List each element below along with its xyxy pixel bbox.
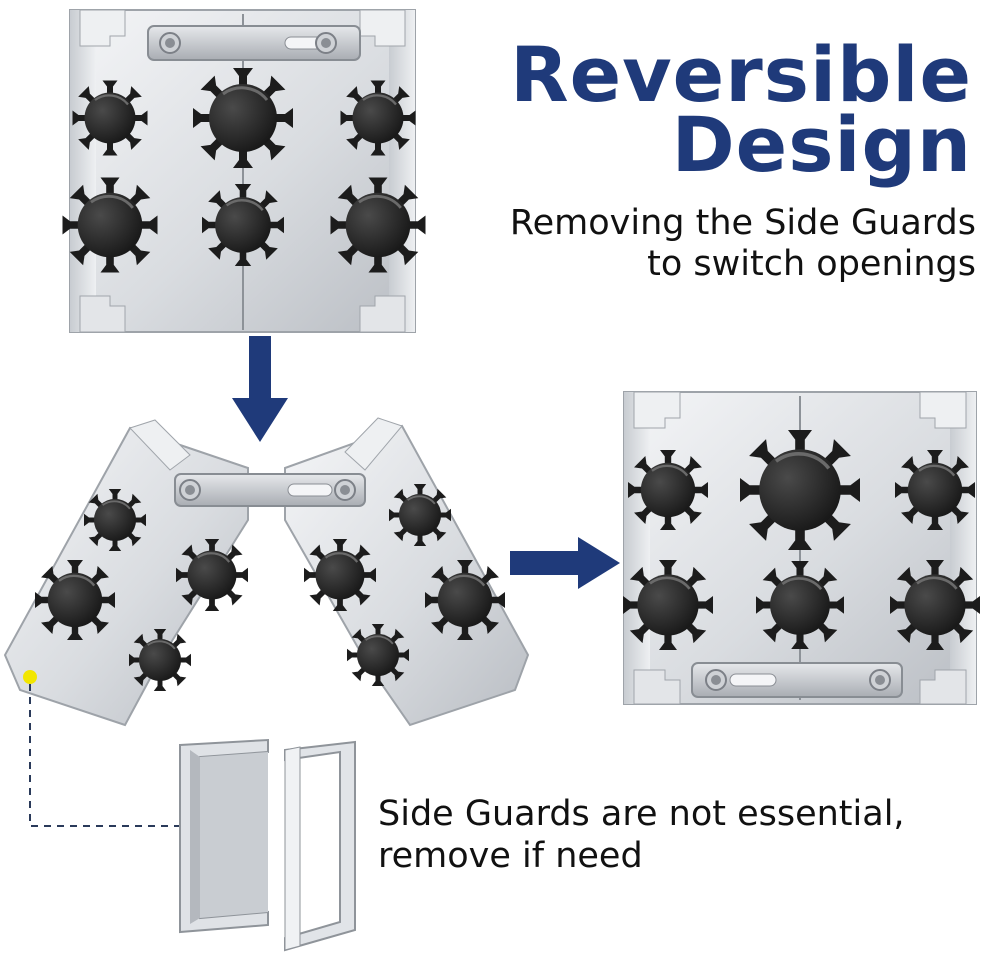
hinge-plate bbox=[174, 473, 366, 507]
top-connector-plate bbox=[147, 25, 361, 61]
screw-icon bbox=[334, 479, 356, 501]
screw-icon bbox=[869, 669, 891, 691]
cable-opening bbox=[83, 488, 147, 552]
block-half-right bbox=[284, 417, 530, 727]
subheading: Removing the Side Guards to switch openi… bbox=[510, 203, 976, 285]
cable-opening bbox=[893, 448, 977, 532]
side-guard-note: Side Guards are not essential, remove if… bbox=[378, 793, 905, 877]
side-guard-note-line1: Side Guards are not essential, bbox=[378, 794, 905, 834]
marker-dot bbox=[23, 670, 37, 684]
screw-icon bbox=[159, 32, 181, 54]
block-top bbox=[61, 9, 427, 333]
cable-opening-small bbox=[200, 182, 286, 268]
arrow-down-icon bbox=[232, 336, 288, 442]
cable-opening bbox=[61, 176, 159, 274]
headline: Reversible Design bbox=[510, 30, 972, 189]
side-guard-left bbox=[179, 738, 269, 934]
cable-opening bbox=[423, 558, 507, 642]
block-opened bbox=[3, 417, 530, 727]
cable-opening bbox=[33, 558, 117, 642]
side-guard-right bbox=[284, 740, 356, 952]
cable-opening bbox=[621, 558, 715, 652]
block-flipped bbox=[621, 391, 982, 705]
screw-icon bbox=[179, 479, 201, 501]
screw-icon bbox=[705, 669, 727, 691]
side-guard-note-line2: remove if need bbox=[378, 836, 643, 876]
cable-opening bbox=[626, 448, 710, 532]
subheading-line1: Removing the Side Guards bbox=[509, 203, 976, 243]
cable-opening bbox=[174, 537, 250, 613]
cable-opening bbox=[339, 79, 417, 157]
headline-line1: Reversible bbox=[510, 30, 972, 119]
cable-opening bbox=[388, 483, 452, 547]
cable-opening bbox=[888, 558, 982, 652]
cable-opening-large bbox=[738, 428, 862, 552]
cable-opening bbox=[302, 537, 378, 613]
headline-line2: Design bbox=[671, 100, 972, 189]
screw-icon bbox=[315, 32, 337, 54]
cable-opening-large bbox=[191, 66, 295, 170]
cable-opening bbox=[71, 79, 149, 157]
cable-opening bbox=[128, 628, 192, 692]
cable-opening-small bbox=[754, 559, 846, 651]
block-half-left bbox=[3, 419, 250, 727]
bottom-connector-plate bbox=[691, 662, 903, 698]
cable-opening bbox=[346, 623, 410, 687]
arrow-right-icon bbox=[510, 537, 620, 589]
cable-opening bbox=[329, 176, 427, 274]
subheading-line2: to switch openings bbox=[647, 244, 976, 284]
